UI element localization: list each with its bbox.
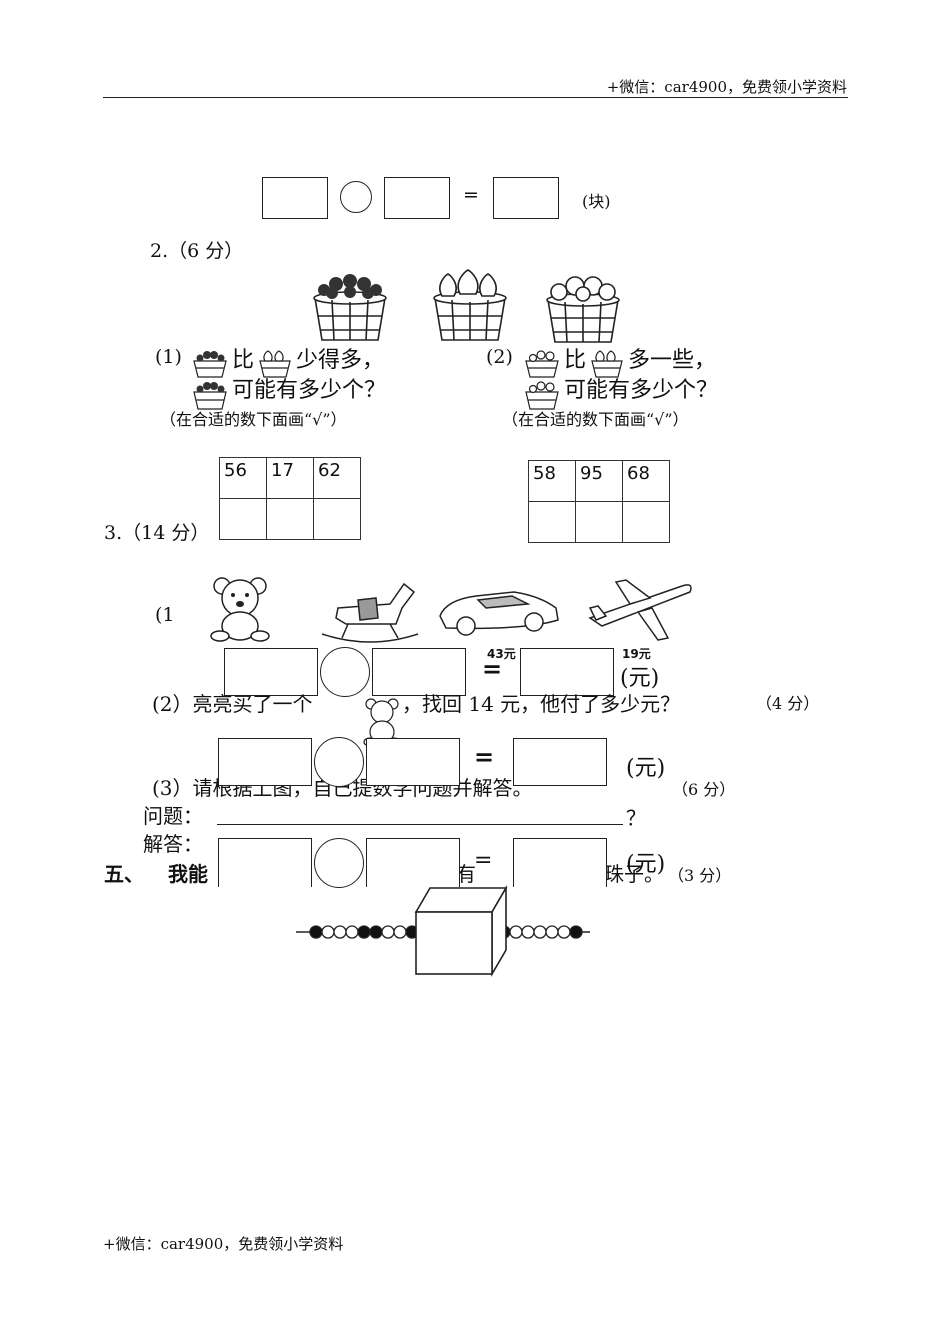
- section-5-text-a: 我能: [168, 862, 208, 886]
- tick-cell[interactable]: [266, 498, 314, 540]
- part-2-number: (2): [486, 346, 513, 368]
- header-divider: [103, 97, 848, 98]
- answer-box-3[interactable]: [493, 177, 559, 219]
- question-2-label: 2.（6 分）: [150, 240, 244, 262]
- strawberry-basket-small-icon-2: [193, 382, 227, 410]
- q3-3-operator-circle[interactable]: [314, 838, 364, 888]
- car-icon: [439, 591, 559, 636]
- part-2-hint: （在合适的数下面画“√”）: [502, 410, 689, 429]
- pear-basket-icon: [433, 269, 507, 341]
- rocking-horse-icon: [321, 582, 419, 643]
- strawberry-basket-small-icon: [193, 351, 227, 378]
- section-5-score: （3 分）: [668, 866, 732, 885]
- apple-basket-small-icon: [525, 350, 559, 378]
- answer-box-2[interactable]: [384, 177, 450, 219]
- q3-1-unit: (元): [620, 666, 660, 691]
- apple-basket-icon: [546, 276, 620, 343]
- table-cell: 17: [266, 457, 314, 499]
- q3-2-unit: (元): [626, 756, 666, 781]
- apple-basket-small-icon-2: [525, 381, 559, 410]
- q3-3-box-1[interactable]: [218, 838, 312, 887]
- part-1-compare-word: 比: [232, 348, 255, 373]
- part-2-line-1: 多一些，: [628, 348, 717, 373]
- question-3-label: 3.（14 分）: [104, 522, 210, 544]
- q3-1-operator-circle[interactable]: [320, 647, 370, 697]
- q3-part-2-score: （4 分）: [756, 694, 820, 713]
- header-note: +微信：car4900，免费领小学资料: [606, 78, 847, 96]
- part-1-line-1: 少得多，: [296, 348, 385, 373]
- q3-3-equals: =: [474, 848, 493, 873]
- q3-3-box-2[interactable]: [366, 838, 460, 887]
- part-1-hint: （在合适的数下面画“√”）: [160, 410, 347, 429]
- pear-basket-small-icon-2: [591, 350, 623, 378]
- section-5-text-c: 珠子。: [604, 862, 664, 886]
- pear-basket-small-icon: [259, 350, 291, 378]
- part-2-number-table: 58 95 68: [528, 460, 670, 543]
- answer-prompt-label: 解答：: [143, 832, 203, 856]
- plane-price: 19元: [622, 647, 651, 661]
- bead-string-diagram: [296, 885, 590, 977]
- teddy-bear-icon: [210, 577, 270, 642]
- section-5-text-b: 有: [456, 862, 476, 886]
- airplane-icon: [588, 579, 692, 641]
- q3-part-3-score: （6 分）: [672, 780, 736, 799]
- table-cell: 62: [313, 457, 361, 499]
- q3-2-box-2[interactable]: [366, 738, 460, 786]
- q3-3-box-3[interactable]: [513, 838, 607, 887]
- answer-box-1[interactable]: [262, 177, 328, 219]
- equals-sign: =: [463, 184, 479, 206]
- operator-circle-1[interactable]: [340, 181, 372, 213]
- q3-part-2-text-b: ，找回 14 元，他付了多少元？: [402, 692, 681, 716]
- q3-2-operator-circle[interactable]: [314, 737, 364, 787]
- tick-cell[interactable]: [313, 498, 361, 540]
- q3-2-equals: =: [474, 742, 495, 771]
- q3-2-box-1[interactable]: [218, 738, 312, 786]
- part-2-line-2: 可能有多少个？: [564, 378, 719, 403]
- unit-label: (块): [582, 192, 611, 211]
- question-prompt-label: 问题：: [143, 804, 203, 828]
- part-1-line-2: 可能有多少个？: [232, 378, 387, 403]
- table-cell: 95: [575, 460, 623, 502]
- strawberry-basket-icon: [313, 274, 387, 341]
- tick-cell[interactable]: [528, 501, 576, 543]
- part-1-number-table: 56 17 62: [219, 457, 361, 540]
- tick-cell[interactable]: [219, 498, 267, 540]
- q3-part-2-text-a: (2）亮亮买了一个: [152, 692, 313, 716]
- table-cell: 68: [622, 460, 670, 502]
- q3-1-box-2[interactable]: [372, 648, 466, 696]
- question-write-line[interactable]: [217, 824, 623, 825]
- q3-1-box-3[interactable]: [520, 648, 614, 696]
- section-5-number: 五、: [104, 862, 144, 886]
- footer-note: +微信：car4900，免费领小学资料: [103, 1235, 344, 1253]
- car-price: 43元: [487, 647, 516, 661]
- q3-1-equals: =: [482, 654, 503, 683]
- question-mark: ？: [626, 806, 646, 830]
- part-2-compare-word: 比: [564, 348, 587, 373]
- table-cell: 58: [528, 460, 576, 502]
- q3-3-unit: (元): [626, 852, 666, 877]
- q3-1-box-1[interactable]: [224, 648, 318, 696]
- part-1-number: (1): [155, 346, 182, 368]
- tick-cell[interactable]: [622, 501, 670, 543]
- q3-part-1-number: (1: [155, 604, 175, 626]
- tick-cell[interactable]: [575, 501, 623, 543]
- table-cell: 56: [219, 457, 267, 499]
- q3-2-box-3[interactable]: [513, 738, 607, 786]
